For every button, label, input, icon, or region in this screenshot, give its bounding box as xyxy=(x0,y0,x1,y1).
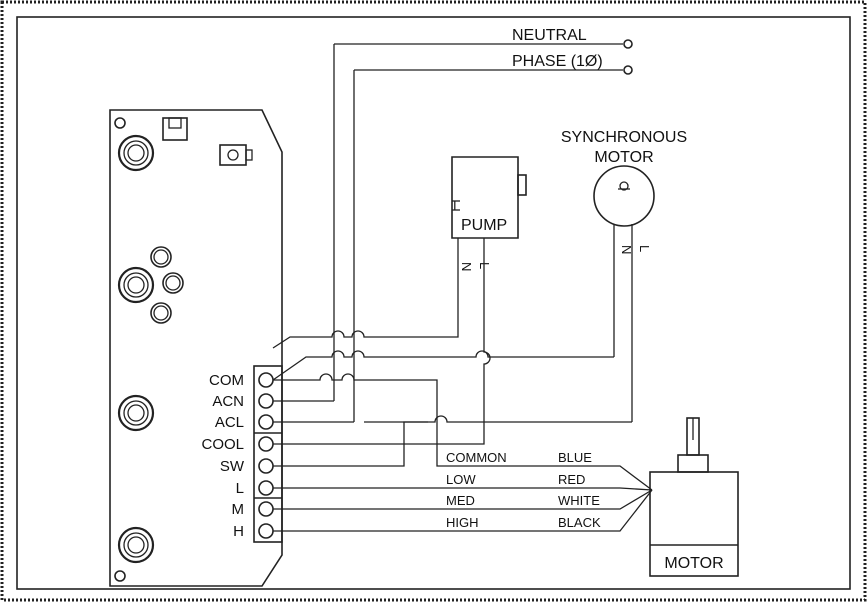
sync-motor-n-label: N xyxy=(619,245,634,254)
motor-wires xyxy=(273,373,653,532)
fan-motor-cap xyxy=(677,454,709,473)
board-capacitor-1 xyxy=(117,134,155,172)
board-mount-hole-top xyxy=(114,117,126,129)
terminal-label-com: COM xyxy=(209,372,244,389)
terminal-block xyxy=(253,365,283,543)
phase-terminal xyxy=(623,65,633,75)
board-sensor-pin xyxy=(245,149,253,161)
sync-motor-shaft xyxy=(619,181,629,191)
wire-speed-common: COMMON xyxy=(446,450,507,465)
board-sensor-lens xyxy=(227,149,239,161)
wire-color-blue: BLUE xyxy=(558,450,592,465)
wire-speed-med: MED xyxy=(446,493,475,508)
sync-motor-l-label: L xyxy=(637,245,652,252)
sync-motor-wires xyxy=(272,224,633,423)
wire-color-white: WHITE xyxy=(558,493,600,508)
fan-motor-label: MOTOR xyxy=(664,555,723,572)
terminal-label-l: L xyxy=(236,480,244,497)
terminal-label-m: M xyxy=(232,501,245,518)
board-mount-hole-bottom xyxy=(114,570,126,582)
board-capacitor-2 xyxy=(117,266,155,304)
terminal-screws xyxy=(258,372,274,539)
inner-frame xyxy=(16,16,851,590)
sync-motor-title-line1: SYNCHRONOUS xyxy=(561,129,687,146)
wire-color-red: RED xyxy=(558,472,585,487)
wire-speed-high: HIGH xyxy=(446,515,479,530)
pump-n-label: N xyxy=(459,262,474,271)
board-relay-inner xyxy=(168,117,182,129)
terminal-label-h: H xyxy=(233,523,244,540)
terminal-label-acn: ACN xyxy=(212,393,244,410)
control-board xyxy=(109,109,283,587)
terminal-label-cool: COOL xyxy=(201,436,244,453)
terminal-label-sw: SW xyxy=(220,458,245,475)
power-supply-wires xyxy=(273,43,623,423)
phase-label: PHASE (1Ø) xyxy=(512,53,603,70)
board-capacitor-4 xyxy=(117,526,155,564)
board-component-cluster xyxy=(150,246,184,324)
sync-motor-title-line2: MOTOR xyxy=(594,149,653,166)
terminal-label-acl: ACL xyxy=(215,414,244,431)
neutral-terminal xyxy=(623,39,633,49)
sync-motor-body xyxy=(593,165,655,227)
board-sensor xyxy=(219,144,247,166)
pump-body xyxy=(451,156,519,239)
wire-color-black: BLACK xyxy=(558,515,601,530)
wire-speed-low: LOW xyxy=(446,472,476,487)
pump-outlet xyxy=(517,174,527,196)
neutral-label: NEUTRAL xyxy=(512,27,587,44)
pump-wires xyxy=(272,238,491,445)
pump-label: PUMP xyxy=(461,217,507,234)
pump-symbol: I xyxy=(453,198,457,213)
board-relay xyxy=(162,117,188,141)
board-capacitor-3 xyxy=(117,394,155,432)
